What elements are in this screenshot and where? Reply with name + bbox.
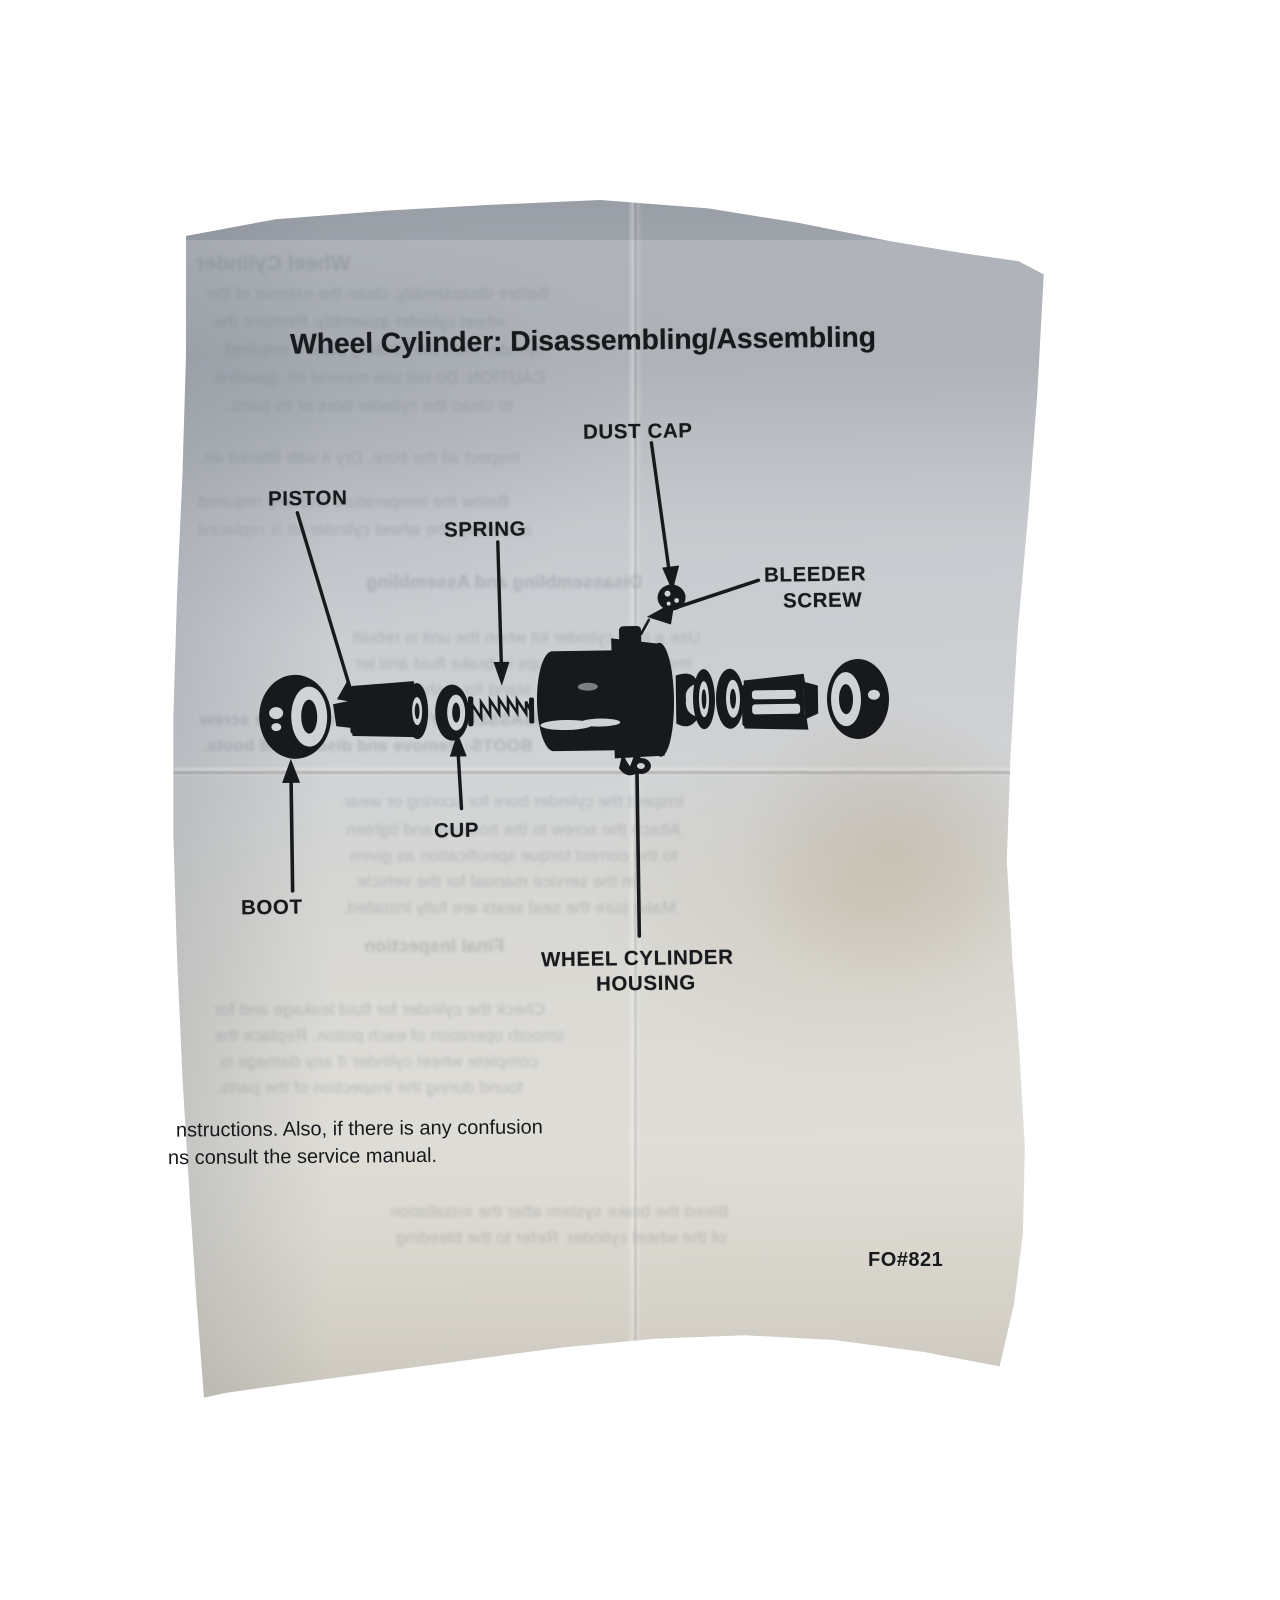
part-piston-right xyxy=(715,668,819,730)
label-wheel-cylinder-housing-line2: HOUSING xyxy=(595,971,697,996)
label-bleeder-screw-line2: SCREW xyxy=(782,588,863,613)
vertical-fold-crease xyxy=(628,200,642,1398)
footer-text-line-1: nstructions. Also, if there is any confu… xyxy=(175,1116,543,1142)
part-piston-left xyxy=(333,681,429,740)
part-cup-right xyxy=(675,669,716,730)
part-wheel-cylinder-housing xyxy=(536,626,675,776)
page-title: Wheel Cylinder: Disassembling/Assembling xyxy=(289,321,877,361)
document-code: FO#821 xyxy=(868,1249,944,1271)
label-wheel-cylinder-housing-line1: WHEEL CYLINDER xyxy=(540,945,734,972)
footer-text-line-2: ns consult the service manual. xyxy=(167,1144,438,1170)
part-cup-left xyxy=(435,684,470,741)
label-bleeder-screw-line1: BLEEDER xyxy=(763,562,867,587)
label-boot: BOOT xyxy=(240,895,303,920)
part-dust-cap xyxy=(657,584,686,611)
label-piston: PISTON xyxy=(267,486,348,511)
label-spring: SPRING xyxy=(443,517,527,542)
horizontal-fold-crease xyxy=(173,766,1044,778)
label-dust-cap: DUST CAP xyxy=(582,419,693,444)
part-spring xyxy=(467,694,535,727)
label-cup: CUP xyxy=(433,818,480,843)
part-boot-right xyxy=(827,658,890,739)
part-boot-left xyxy=(259,674,332,759)
